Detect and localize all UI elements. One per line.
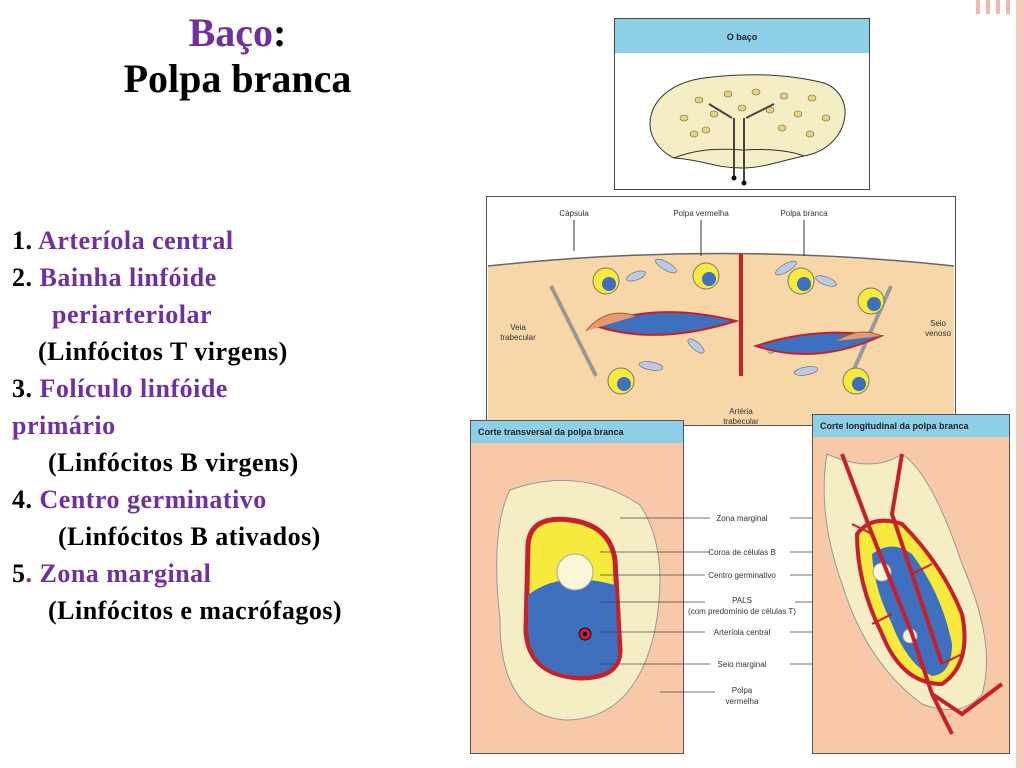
list-item: 1. Arteríola central (12, 226, 234, 255)
germinal-center (556, 553, 594, 591)
list-item-note: (Linfócitos B virgens) (48, 448, 299, 477)
legend-seio-marginal: Seio marginal (718, 660, 767, 669)
central-arterioles-long (840, 453, 1004, 735)
label-seio: Seio (930, 319, 947, 328)
white-pulp-follicles (592, 262, 885, 395)
label-arteria: Artéria (729, 407, 753, 416)
structure-list: 1. Arteríola central 2. Bainha linfóide … (12, 222, 342, 629)
legend-pals-note: (com predomínio de células T) (688, 607, 796, 616)
legend-arteriola: Arteríola central (714, 628, 771, 637)
list-item-note: (Linfócitos T virgens) (38, 337, 288, 366)
longitudinal-title: Corte longitudinal da polpa branca (820, 421, 970, 431)
list-item-continuation: periarteriolar (52, 300, 213, 329)
title-colon: : (273, 10, 287, 55)
list-item: 4. Centro germinativo (12, 485, 267, 514)
legend-coroa: Coroa de células B (708, 548, 776, 557)
label-capsula: Cápsula (559, 209, 589, 218)
label-polpa-branca: Polpa branca (780, 209, 828, 218)
red-pulp-area (488, 253, 954, 425)
legend-pals: PALS (732, 596, 752, 605)
transverse-title: Corte transversal da polpa branca (478, 427, 625, 437)
title-subtitle: Polpa branca (123, 56, 352, 101)
label-seio-venoso: venoso (925, 329, 951, 338)
pals-transverse (528, 579, 619, 676)
hilar-vessels (708, 103, 775, 183)
spleen-overview-title: O baço (727, 32, 758, 42)
legend-centro: Centro germinativo (708, 571, 776, 580)
white-pulp-nodules (679, 88, 831, 138)
slide-corner-decoration (976, 0, 1016, 14)
list-item: 2. Bainha linfóide (12, 263, 217, 292)
capsule-line (487, 252, 955, 267)
list-item: 5. Zona marginal (12, 559, 212, 588)
figure-legend: Zona marginal Coroa de células B Centro … (688, 514, 796, 706)
longitudinal-section-figure: Corte longitudinal da polpa branca (812, 414, 1010, 754)
trabecula-left (549, 285, 598, 377)
list-item-note: (Linfócitos B ativados) (58, 522, 321, 551)
legend-zona-marginal: Zona marginal (716, 514, 767, 523)
label-polpa-vermelha: Polpa vermelha (673, 209, 729, 218)
list-item-note: (Linfócitos e macrófagos) (48, 596, 343, 625)
slide-title: Baço: Polpa branca (0, 10, 475, 102)
spleen-section-figure: Cápsula Polpa vermelha Polpa branca Veia… (486, 196, 956, 426)
title-accent: Baço (188, 10, 274, 55)
slide-border (1016, 0, 1024, 768)
list-item-continuation: primário (12, 411, 116, 440)
label-veia: Veia (510, 323, 526, 332)
list-item: 3. Folículo linfóide (12, 374, 228, 403)
label-veia-trabecular: trabecular (500, 333, 536, 342)
figure-header (615, 19, 869, 53)
spleen-overview-figure: O baço (614, 18, 870, 190)
label-arteria-trabecular: trabecular (723, 417, 759, 426)
transverse-section-figure: Corte transversal da polpa branca (470, 420, 684, 754)
legend-polpa: Polpa (732, 686, 753, 695)
pals-left (593, 311, 740, 336)
legend-vermelha: vermelha (726, 697, 759, 706)
